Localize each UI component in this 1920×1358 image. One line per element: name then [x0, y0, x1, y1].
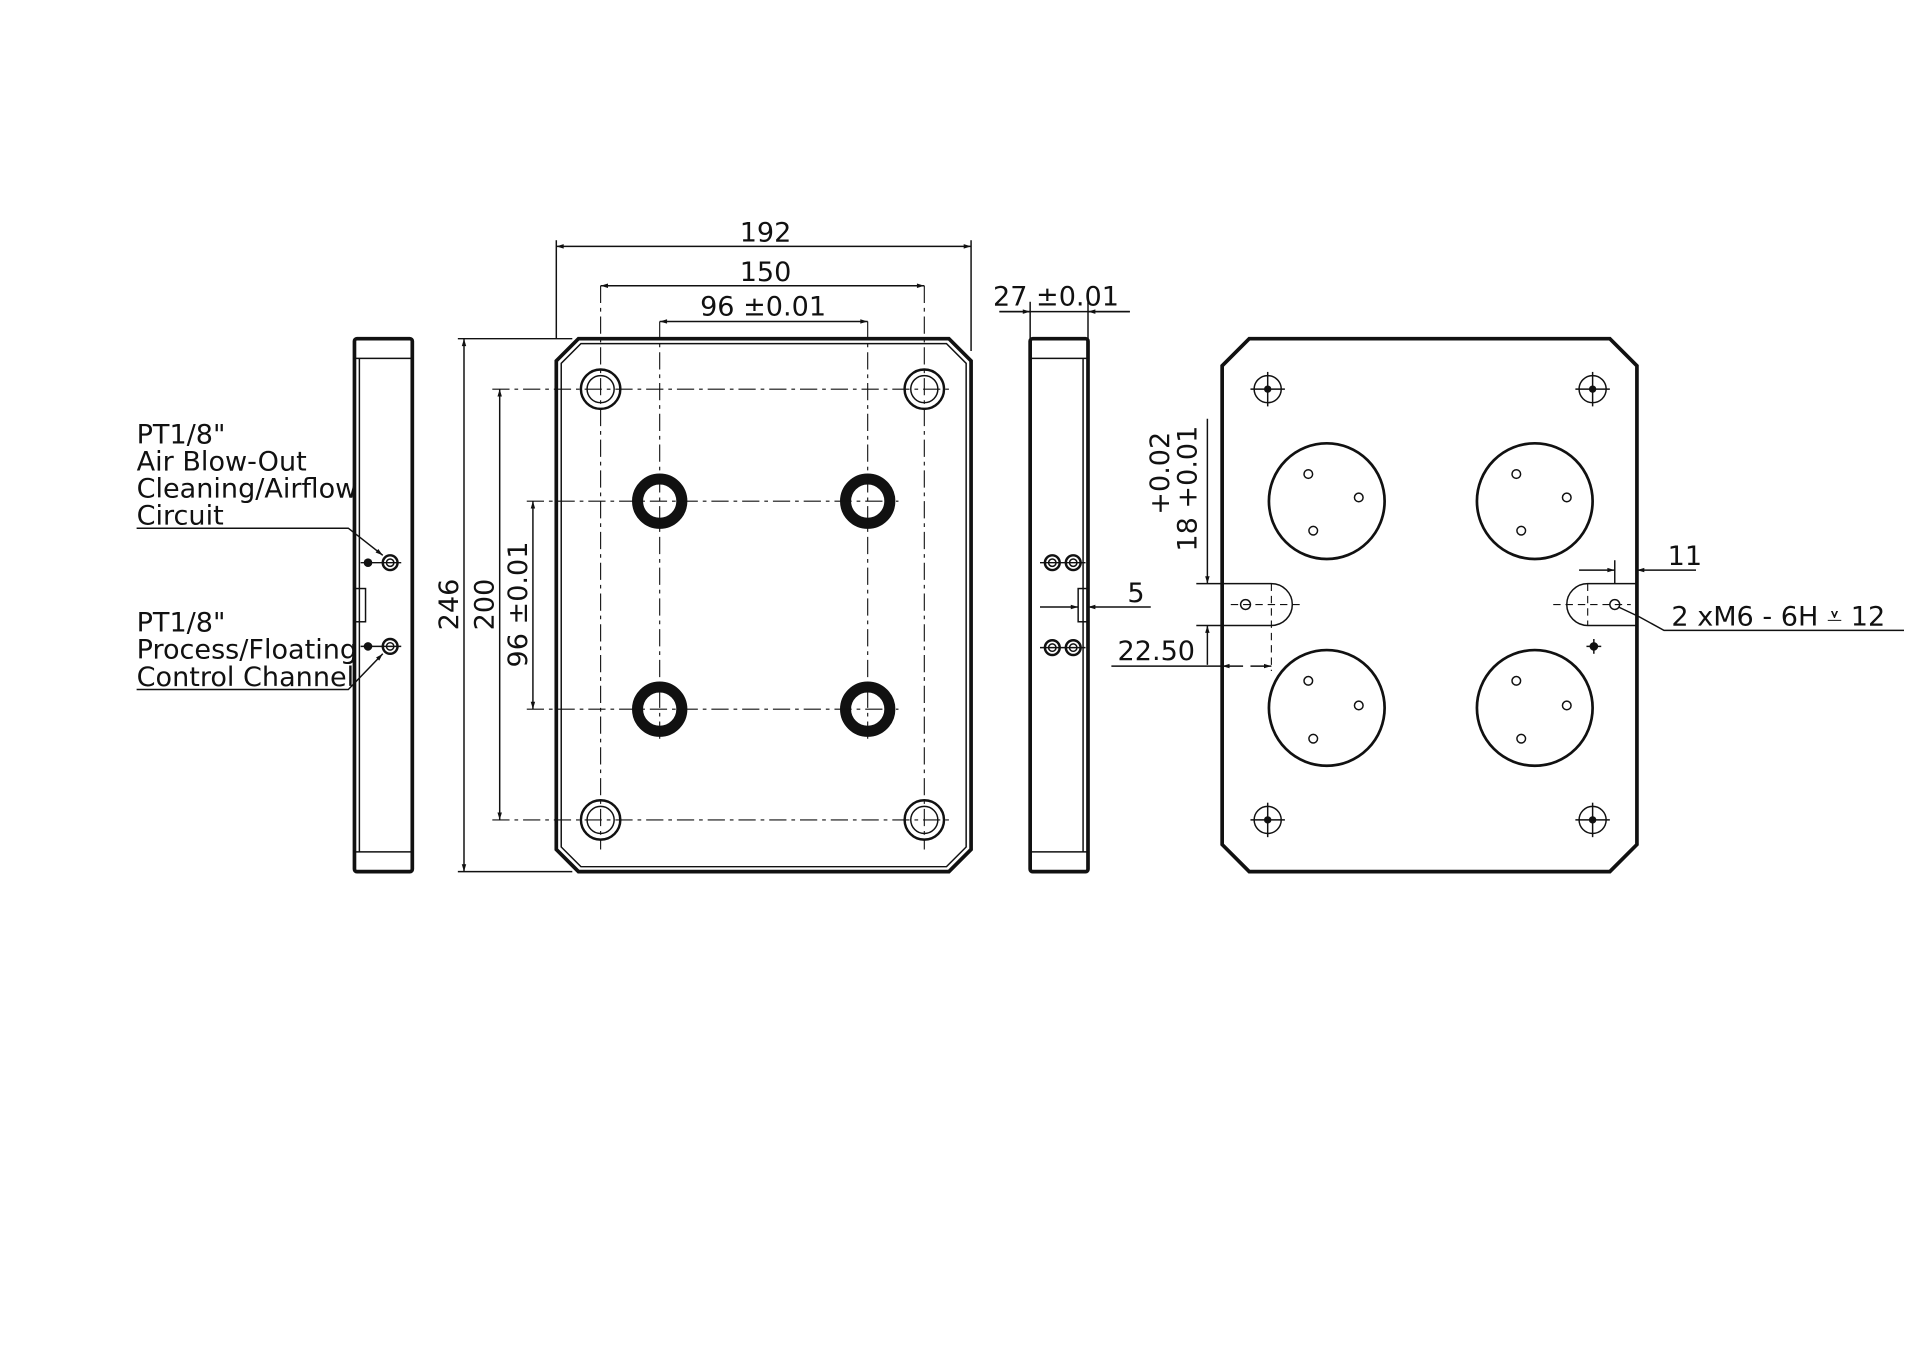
counterbore-holes [579, 368, 946, 841]
slot-right [1553, 582, 1637, 654]
dim-200: 200 [470, 579, 501, 631]
locating-rings [632, 473, 896, 737]
dim-96-width: 96 ±0.01 [700, 291, 826, 322]
dim-192: 192 [740, 217, 792, 248]
dim-150: 150 [740, 257, 792, 288]
port-upper [360, 554, 402, 572]
dim-5: 5 [1127, 578, 1144, 609]
port-lower [360, 637, 402, 656]
slot-left [1222, 582, 1305, 672]
large-circles [1267, 441, 1594, 768]
dim-246: 246 [434, 579, 465, 631]
callout-air-blow-out: PT1/8" Air Blow-Out Cleaning/Airflow Cir… [137, 419, 358, 531]
dim-22-50: 22.50 [1118, 636, 1195, 667]
svg-text:PT1/8": PT1/8" [137, 608, 226, 639]
dim-27: 27 ±0.01 [993, 281, 1119, 312]
dim-11: 11 [1668, 541, 1702, 572]
front-view: 192 150 96 ±0.01 246 200 96 ±0.01 [434, 217, 973, 874]
ports [1040, 554, 1086, 657]
mounting-holes [1250, 371, 1610, 838]
svg-text:Circuit: Circuit [137, 501, 224, 532]
back-view: +0.02 18 +0.01 22.50 11 2 xM6 - 6H ⩡ 12 [1111, 336, 1904, 874]
svg-text:Control Channel: Control Channel [137, 662, 355, 693]
dim-96-height: 96 ±0.01 [503, 542, 534, 668]
svg-text:Cleaning/Airflow: Cleaning/Airflow [137, 473, 358, 504]
callout-process-floating: PT1/8" Process/Floating Control Channel [137, 608, 357, 693]
thread-callout: 2 xM6 - 6H ⩡ 12 [1671, 601, 1885, 632]
dim-18-tol-upper: +0.02 [1145, 432, 1176, 515]
svg-text:Air Blow-Out: Air Blow-Out [137, 446, 307, 477]
middle-side-view: 27 ±0.01 5 [993, 281, 1151, 874]
svg-text:PT1/8": PT1/8" [137, 419, 226, 450]
svg-text:Process/Floating: Process/Floating [137, 635, 357, 666]
left-side-view: PT1/8" Air Blow-Out Cleaning/Airflow Cir… [137, 336, 415, 874]
dim-18: 18 +0.01 [1172, 426, 1203, 552]
